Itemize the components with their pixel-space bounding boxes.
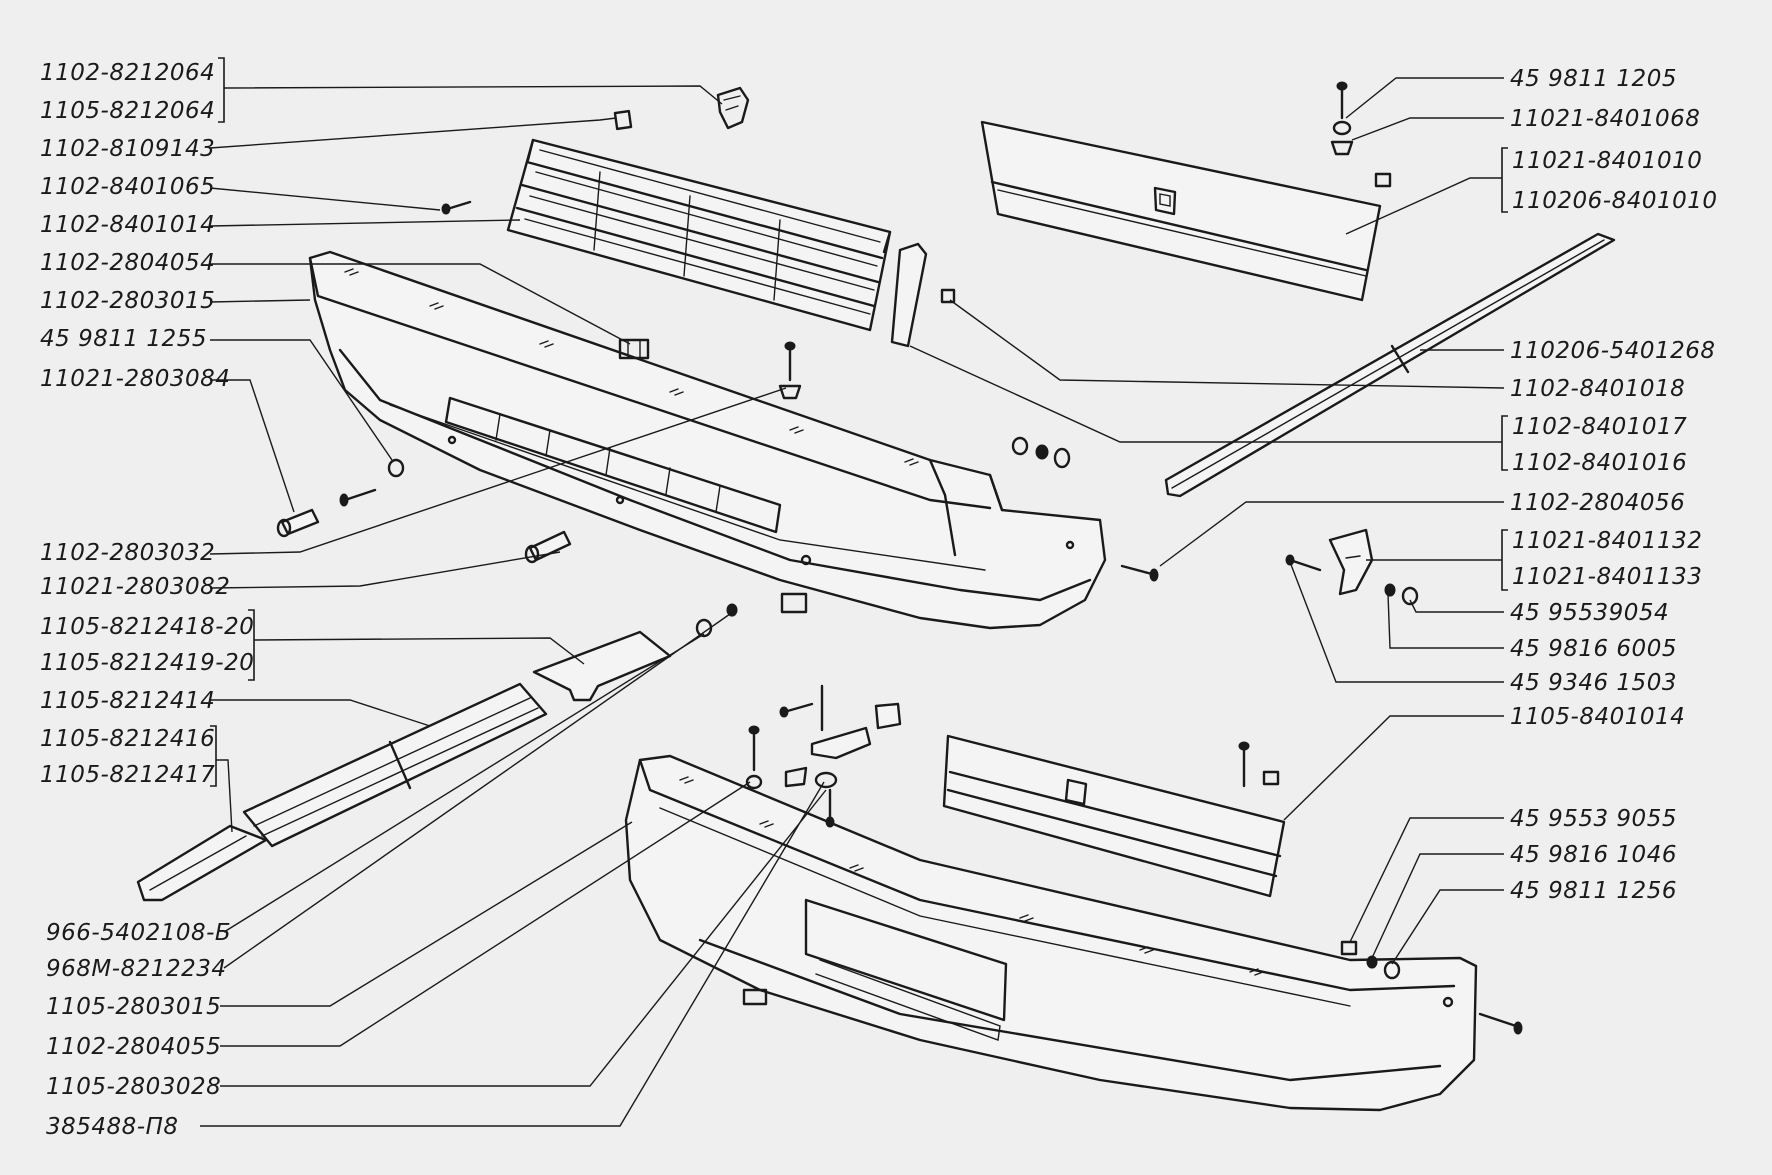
label-1102-2804056: 1102-2804056 [1510,490,1685,516]
label-1102-8109143: 1102-8109143 [40,136,215,162]
leader-lines [200,57,1508,1127]
label-45-95539054: 45 95539054 [1510,600,1669,626]
label-1102-8401016: 1102-8401016 [1512,450,1687,476]
bottom-clip-part [780,592,808,614]
label-11021-2803082: 11021-2803082 [40,574,230,600]
label-45-9346-1503: 45 9346 1503 [1510,670,1677,696]
label-1105-2803028: 1105-2803028 [46,1074,221,1100]
rear-washers-part [1340,940,1401,980]
label-966-5402108-B: 966-5402108-Б [46,920,231,946]
rear-bumper-part [624,754,1478,1112]
label-45-9811-1255: 45 9811 1255 [40,326,207,352]
trim-strip-part [1164,232,1616,498]
rear-panel-lower-part [942,734,1286,898]
label-1105-8212418-20: 1105-8212418-20 [40,614,254,640]
left-trim-clip-part [532,630,672,702]
rear-panel-upper-part [980,120,1382,302]
label-1102-8401065: 1102-8401065 [40,174,215,200]
label-110206-8401010: 110206-8401010 [1512,188,1718,214]
label-1102-2804054: 1102-2804054 [40,250,215,276]
washer-part [387,458,405,478]
left-trim-nuts-part [695,603,738,638]
bolt-part [276,508,320,538]
label-110206-5401268: 110206-5401268 [1510,338,1716,364]
labels-right: 45 9811 1205 11021-8401068 11021-8401010… [1510,66,1718,904]
label-1105-8212416: 1105-8212416 [40,726,215,752]
square-nut-part [613,109,633,131]
label-45-9816-6005: 45 9816 6005 [1510,636,1677,662]
label-1105-8212064: 1105-8212064 [40,98,215,124]
labels-left: 1102-8212064 1105-8212064 1102-8109143 1… [40,60,254,1140]
label-11021-8401133: 11021-8401133 [1512,564,1702,590]
label-1102-2804055: 1102-2804055 [46,1034,221,1060]
label-1102-2803015: 1102-2803015 [40,288,215,314]
center-bolt-part [778,341,802,400]
left-trim-end-part [136,824,268,902]
front-bumper-part [308,250,1107,630]
label-1105-8401014: 1105-8401014 [1510,704,1685,730]
label-1102-8401018: 1102-8401018 [1510,376,1685,402]
rear-mount-parts [742,684,902,1006]
bolt-part-2 [524,530,572,564]
label-1102-2803032: 1102-2803032 [40,540,215,566]
bolt-right-part [1120,564,1159,582]
label-1102-8212064: 1102-8212064 [40,60,215,86]
bolt-top-part [1330,81,1392,188]
label-45-9811-1205: 45 9811 1205 [1510,66,1677,92]
left-trim-bar-part [242,682,548,848]
label-1105-8212419-20: 1105-8212419-20 [40,650,254,676]
screw-small-part [339,488,377,507]
label-385488-P8: 385488-П8 [46,1114,179,1140]
label-968M-8212234: 968М-8212234 [46,956,226,982]
washers-part [1011,436,1071,469]
label-45-9553-9055: 45 9553 9055 [1510,806,1677,832]
label-1105-8212414: 1105-8212414 [40,688,215,714]
screw-part [441,200,472,215]
label-11021-8401068: 11021-8401068 [1510,106,1700,132]
label-45-9811-1256: 45 9811 1256 [1510,878,1677,904]
label-1105-2803015: 1105-2803015 [46,994,221,1020]
front-grille-part [506,138,892,332]
label-11021-2803084: 11021-2803084 [40,366,230,392]
label-11021-8401010: 11021-8401010 [1512,148,1702,174]
rear-bolt-part [1478,1012,1523,1035]
clip-part [716,86,750,130]
vertical-molding-part [890,242,956,348]
label-1102-8401017: 1102-8401017 [1512,414,1687,440]
bracket-part [1285,528,1419,606]
label-1102-8401014: 1102-8401014 [40,212,215,238]
label-11021-8401132: 11021-8401132 [1512,528,1702,554]
label-45-9816-1046: 45 9816 1046 [1510,842,1677,868]
label-1105-8212417: 1105-8212417 [40,762,215,788]
